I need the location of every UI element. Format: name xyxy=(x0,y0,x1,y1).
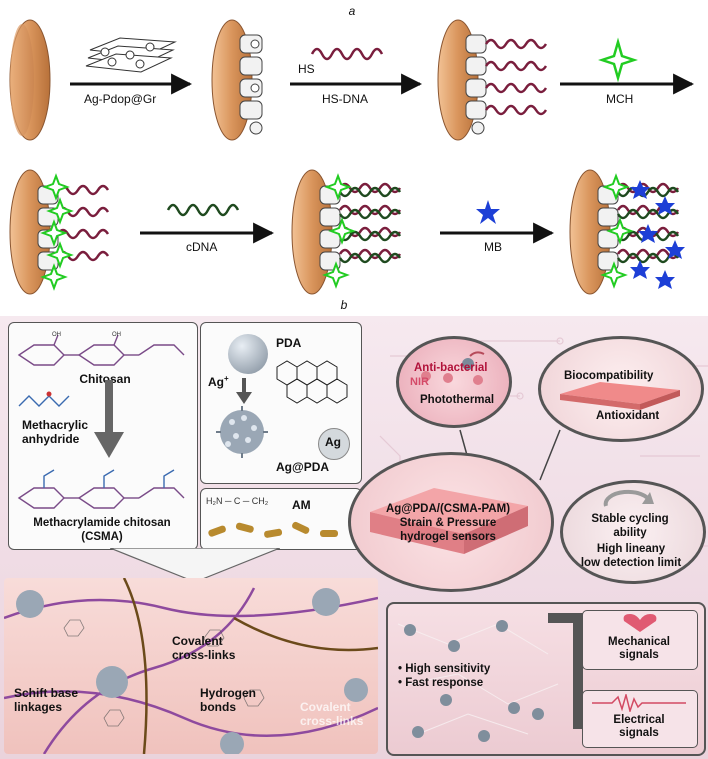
antibacterial-label: Anti-bacterial xyxy=(414,362,488,374)
step2-label: HS-DNA xyxy=(322,92,369,106)
chevron-down-icon xyxy=(110,548,280,583)
pda-sphere xyxy=(228,334,268,374)
biocompat-block xyxy=(560,382,680,410)
svg-text:OH: OH xyxy=(52,332,61,338)
ag-pda-particle xyxy=(216,406,268,458)
antibacterial-illustration xyxy=(421,351,485,385)
electrode-dna xyxy=(437,19,548,141)
am-structure-text: H₂N ─ C ─ CH₂ xyxy=(206,496,269,506)
sensor-block xyxy=(370,488,528,554)
hydrogel-chains xyxy=(4,578,378,754)
csma-label: Methacrylamide chitosan(CSMA) xyxy=(33,517,171,543)
photothermal-label: Photothermal xyxy=(420,394,495,406)
electrode-graphene xyxy=(211,19,263,141)
am-box xyxy=(200,488,362,550)
ag-pda-label: Ag@PDA xyxy=(276,460,330,474)
pda-label: PDA xyxy=(276,336,302,350)
electrode-mch xyxy=(9,169,110,295)
step4-label: cDNA xyxy=(186,240,218,254)
cdna-strand-icon xyxy=(166,203,240,217)
pda-structure xyxy=(276,360,348,404)
methacrylic-label: Methacrylic anhydride xyxy=(22,418,89,446)
panel-a-diagram xyxy=(9,19,695,295)
mch-star-icon xyxy=(598,37,638,83)
antioxidant-label: Antioxidant xyxy=(596,410,660,422)
svg-text:OH: OH xyxy=(112,332,121,338)
electrode-cdna xyxy=(291,169,402,295)
hs-prefix: HS xyxy=(298,62,315,76)
ag-circle xyxy=(318,428,350,460)
chitosan-label: Chitosan xyxy=(79,372,131,386)
panel-a-label: a xyxy=(348,4,356,18)
electrode-bare xyxy=(9,19,51,141)
ag-plus-label: Ag+ xyxy=(208,374,229,389)
chitosan-structure: OH OH xyxy=(17,332,185,366)
step1-label: Ag-Pdop@Gr xyxy=(84,92,157,106)
step3-label: MCH xyxy=(606,92,634,106)
stable-circle xyxy=(560,480,706,584)
antibacterial-circle xyxy=(396,336,512,428)
heart-block-icon xyxy=(623,614,657,632)
waveform-icon xyxy=(592,694,686,712)
am-label: AM xyxy=(292,498,311,512)
cycle-arrows-icon xyxy=(603,489,654,507)
down-arrow-icon xyxy=(94,380,124,458)
signals-bullets: • High sensitivity• Fast response xyxy=(398,663,491,689)
graphene-sheets-icon xyxy=(85,37,177,73)
mb-star-icon xyxy=(476,200,500,224)
biocompat-label: Biocompatibility xyxy=(564,370,654,382)
step5-label: MB xyxy=(484,240,502,254)
electrical-box xyxy=(582,690,698,748)
am-rods xyxy=(208,521,338,538)
csma-structure xyxy=(17,469,185,509)
nir-label: NIR xyxy=(410,376,429,388)
electrode-mb xyxy=(569,169,685,295)
hs-dna-strand-icon xyxy=(310,47,384,61)
ag-label: Ag xyxy=(325,435,341,449)
methacrylic-structure xyxy=(18,391,70,407)
ag-arrow-icon xyxy=(236,378,252,404)
panel-b-label: b xyxy=(340,298,348,312)
